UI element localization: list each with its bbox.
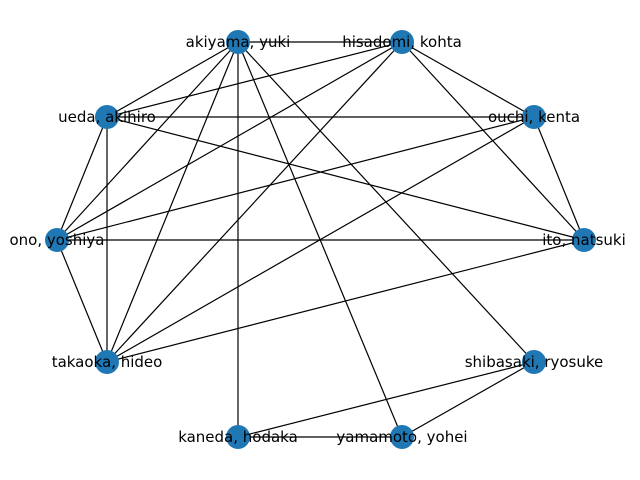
edge-shibasaki-yamamoto <box>401 361 535 438</box>
node-kaneda[interactable] <box>226 425 250 449</box>
edge-shibasaki-kaneda <box>237 361 535 438</box>
edge-ueda-ito <box>106 116 585 241</box>
edge-takaoka-ito <box>106 239 585 363</box>
node-ueda[interactable] <box>95 105 119 129</box>
node-yamamoto[interactable] <box>390 425 414 449</box>
node-label-takaoka: takaoka, hideo <box>52 353 163 371</box>
edge-akiyama-ueda <box>106 41 239 118</box>
node-ouchi[interactable] <box>522 105 546 129</box>
node-ito[interactable] <box>572 228 596 252</box>
node-label-hisadomi: hisadomi, kohta <box>342 33 462 51</box>
nodes-layer <box>45 30 596 449</box>
edge-akiyama-ono <box>56 41 239 241</box>
edges-layer <box>56 41 585 438</box>
edge-ono-takaoka <box>56 239 108 363</box>
node-takaoka[interactable] <box>95 350 119 374</box>
node-label-kaneda: kaneda, hodaka <box>178 428 298 446</box>
node-akiyama[interactable] <box>226 30 250 54</box>
edge-hisadomi-ono <box>56 41 403 241</box>
labels-layer: akiyama, yuki hisadomi, kohta ueda, akihir… <box>9 33 625 446</box>
edge-ouchi-ono <box>56 116 535 241</box>
edge-akiyama-takaoka <box>106 41 239 363</box>
node-label-shibasaki: shibasaki, ryosuke <box>465 353 604 371</box>
node-label-ueda: ueda, akihiro <box>58 108 156 126</box>
edge-hisadomi-ouchi <box>401 41 535 118</box>
node-label-yamamoto: yamamoto, yohei <box>336 428 467 446</box>
edge-hisadomi-ueda <box>106 41 403 118</box>
node-label-ouchi: ouchi, kenta <box>488 108 580 126</box>
node-label-ito: ito, natsuki <box>542 231 626 249</box>
edge-hisadomi-takaoka <box>106 41 403 363</box>
edge-ueda-ono <box>56 116 108 241</box>
node-ono[interactable] <box>45 228 69 252</box>
node-label-akiyama: akiyama, yuki <box>186 33 291 51</box>
node-shibasaki[interactable] <box>522 350 546 374</box>
edge-ouchi-ito <box>533 116 585 241</box>
node-hisadomi[interactable] <box>390 30 414 54</box>
node-label-ono: ono, yoshiya <box>9 231 104 249</box>
